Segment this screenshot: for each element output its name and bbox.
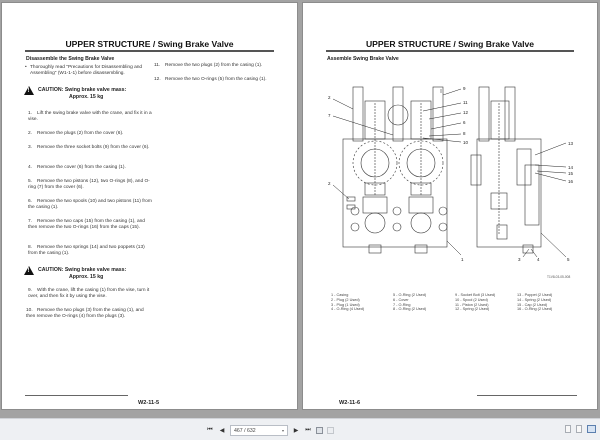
svg-text:4: 4 [537, 257, 540, 262]
next-page-icon[interactable]: ▶ [293, 428, 299, 434]
view-mode-buttons [565, 425, 596, 433]
continuous-view-icon[interactable] [576, 425, 582, 433]
warning-icon [24, 86, 34, 95]
legend-column: 9 - Socket Bolt (3 Used)10 - Spool (2 Us… [455, 293, 496, 312]
svg-text:13: 13 [568, 141, 574, 146]
svg-text:2: 2 [328, 181, 331, 186]
last-page-icon[interactable]: ⏭ [305, 427, 311, 433]
svg-text:1: 1 [461, 257, 464, 262]
single-page-view-icon[interactable] [565, 425, 571, 433]
page-right: UPPER STRUCTURE / Swing Brake Valve Asse… [302, 2, 598, 410]
svg-text:6: 6 [463, 120, 466, 125]
swing-brake-valve-diagram: 2 7 2 9 11 12 6 8 10 1 13 14 15 16 3 4 5 [328, 86, 574, 262]
step: 11.Remove the two plugs (2) from the cas… [154, 63, 263, 68]
step: 7.Remove the two caps (15) from the casi… [28, 219, 145, 231]
page-number: W2-11-5 [138, 400, 160, 406]
svg-text:2: 2 [328, 95, 331, 100]
svg-text:9: 9 [463, 86, 466, 91]
page-number: W2-11-6 [339, 400, 361, 406]
caution-block: CAUTION: Swing brake valve mass: Approx.… [24, 266, 126, 280]
chevron-down-icon[interactable]: ▾ [281, 428, 284, 433]
copy-page-icon[interactable] [316, 427, 323, 434]
svg-text:11: 11 [463, 100, 468, 105]
svg-text:5: 5 [567, 257, 570, 262]
step: 10.Remove the two plugs (3) from the cas… [26, 308, 144, 320]
page-title: UPPER STRUCTURE / Swing Brake Valve [365, 39, 535, 49]
title-rule [326, 50, 574, 52]
page-title: UPPER STRUCTURE / Swing Brake Valve [65, 39, 234, 49]
section-heading: Assemble Swing Brake Valve [327, 56, 399, 62]
step: 9.With the crane, lift the casing (1) fr… [28, 288, 150, 300]
step: 6.Remove the two spools (10) and two pis… [28, 199, 152, 211]
footer-rule [25, 395, 128, 396]
step: 8.Remove the two springs (14) and two po… [28, 245, 145, 257]
svg-text:7: 7 [328, 113, 331, 118]
page-number-field[interactable]: 467 / 632 ▾ [230, 425, 288, 436]
navigation-toolbar: ⏮ ◀ 467 / 632 ▾ ▶ ⏭ [0, 418, 600, 440]
page-left: UPPER STRUCTURE / Swing Brake Valve Disa… [1, 2, 298, 410]
step: 4.Remove the cover (6) from the casing (… [28, 165, 126, 170]
step: 1.Lift the swing brake valve with the cr… [28, 111, 152, 123]
two-page-view-icon[interactable] [587, 425, 596, 433]
page-navigation: ⏮ ◀ 467 / 632 ▾ ▶ ⏭ [206, 425, 334, 436]
footer-rule [477, 395, 577, 396]
figure-id: T1V8-03-05-008 [547, 275, 571, 279]
svg-text:10: 10 [463, 140, 469, 145]
prev-page-icon[interactable]: ◀ [219, 428, 225, 434]
section-heading: Disassemble the Swing Brake Valve [26, 56, 115, 62]
caution-block: CAUTION: Swing brake valve mass: Approx.… [24, 86, 126, 100]
svg-text:15: 15 [568, 171, 574, 176]
step: 5.Remove the two pistons (12), two O-rin… [28, 179, 150, 191]
title-rule [25, 50, 274, 52]
step: 12.Remove the two O-rings (5) from the c… [154, 77, 267, 82]
svg-text:3: 3 [518, 257, 521, 262]
step: 2.Remove the plugs (2) from the cover (6… [28, 131, 124, 136]
first-page-icon[interactable]: ⏮ [207, 427, 213, 433]
legend-column: 13 - Poppet (2 Used)14 - Spring (2 Used)… [517, 293, 553, 312]
svg-text:16: 16 [568, 179, 574, 184]
bullet-note: •Thoroughly read "Precautions for Disass… [25, 65, 143, 77]
warning-icon [24, 266, 34, 275]
paste-page-icon[interactable] [327, 427, 334, 434]
svg-text:12: 12 [463, 110, 469, 115]
svg-text:14: 14 [568, 165, 574, 170]
svg-text:8: 8 [463, 131, 466, 136]
step: 3.Remove the three socket bolts (9) from… [28, 145, 150, 150]
